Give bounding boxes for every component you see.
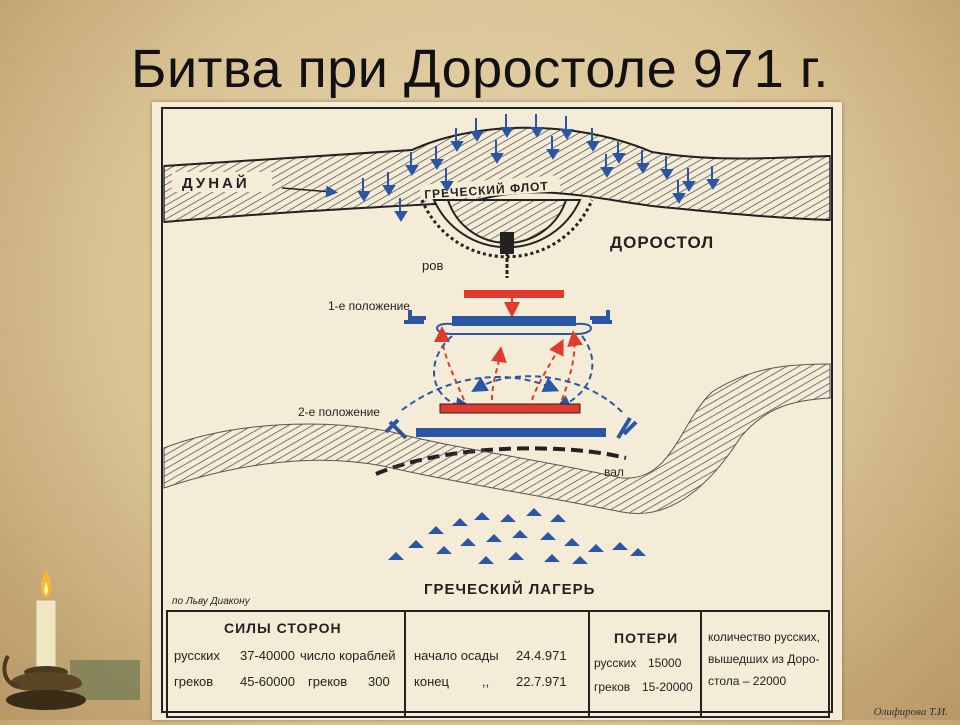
tent-icon — [572, 556, 588, 564]
tent-icon — [526, 508, 542, 516]
rampart — [375, 446, 627, 476]
tent-icon — [452, 518, 468, 526]
russians-label: русских — [174, 648, 220, 663]
ship-icon — [430, 146, 444, 170]
siege-end-value: 22.7.971 — [516, 674, 567, 689]
exited-line1: количество русских, — [708, 630, 820, 644]
slide-title: Битва при Доростоле 971 г. — [131, 39, 829, 99]
russians-value: 37-40000 — [240, 648, 295, 663]
greek-army-2 — [416, 428, 606, 437]
ships-greeks-value: 300 — [368, 674, 390, 689]
river-label: ДУНАЙ — [182, 174, 250, 192]
dorostol-fortress — [420, 199, 594, 278]
ship-icon — [636, 150, 650, 174]
cavalry-left-1 — [404, 310, 426, 324]
ship-icon — [530, 114, 544, 138]
losses-title: ПОТЕРИ — [614, 630, 679, 646]
siege-start-value: 24.4.971 — [516, 648, 567, 663]
tent-icon — [486, 534, 502, 542]
ship-icon — [682, 168, 696, 192]
tent-icon — [564, 538, 580, 546]
stats-table: СИЛЫ СТОРОН русских 37-40000 греков 45-6… — [166, 610, 830, 718]
map-drawing: ДУНАЙ ГРЕЧЕСКИЙ ФЛОТ — [161, 107, 833, 713]
tent-icon — [388, 552, 404, 560]
greeks-value: 45-60000 — [240, 674, 295, 689]
tent-icon — [544, 554, 560, 562]
ship-icon — [490, 140, 504, 164]
ships-greeks-label: греков — [308, 674, 348, 689]
exited-line2: вышедших из Доро- — [708, 652, 820, 666]
candle-decoration — [2, 570, 140, 710]
tent-icon — [588, 544, 604, 552]
exited-line3: стола – 22000 — [708, 674, 787, 688]
greek-army-1 — [452, 316, 576, 326]
greeks-label: греков — [174, 674, 214, 689]
tent-icon — [460, 538, 476, 546]
ship-icon — [450, 128, 464, 152]
losses-russians-label: русских — [594, 656, 637, 670]
ships-label: число кораблей — [300, 648, 396, 663]
russian-attacks — [434, 326, 584, 401]
ship-icon — [382, 172, 396, 196]
hills — [163, 363, 831, 514]
tent-icon — [500, 514, 516, 522]
cavalry-right-2 — [616, 416, 638, 440]
siege-end-ditto: ,, — [482, 674, 490, 689]
position2-label: 2-е положение — [298, 405, 380, 419]
ship-icon — [470, 118, 484, 142]
forces-title: СИЛЫ СТОРОН — [224, 620, 342, 636]
losses-greeks-label: греков — [594, 680, 631, 694]
tent-icon — [630, 548, 646, 556]
cavalry-right-1 — [590, 310, 612, 324]
russian-army-2 — [439, 403, 581, 414]
battle-map: ДУНАЙ ГРЕЧЕСКИЙ ФЛОТ — [152, 102, 842, 720]
tent-icon — [612, 542, 628, 550]
ship-icon — [612, 140, 626, 164]
ship-icon — [660, 156, 674, 180]
tent-icon — [474, 512, 490, 520]
moat-label: ров — [422, 258, 443, 273]
source-label: по Льву Диакону — [172, 596, 251, 607]
losses-russians-value: 15000 — [648, 656, 682, 670]
ship-icon — [405, 152, 419, 176]
ship-icon — [500, 114, 514, 138]
ship-icon — [586, 128, 600, 152]
greek-maneuvers — [401, 335, 623, 413]
city-label: ДОРОСТОЛ — [610, 233, 714, 252]
tent-icon — [428, 526, 444, 534]
ship-icon — [357, 178, 371, 202]
ship-icon — [546, 136, 560, 160]
tent-icon — [408, 540, 424, 548]
map-border — [161, 107, 833, 713]
tent-icon — [540, 532, 556, 540]
tent-icon — [508, 552, 524, 560]
ship-icon — [600, 154, 614, 178]
ship-icon — [706, 166, 720, 190]
camp-label: ГРЕЧЕСКИЙ ЛАГЕРЬ — [424, 580, 595, 598]
author-signature: Олифирова Т.И. — [873, 706, 948, 718]
tent-icon — [550, 514, 566, 522]
tent-icon — [436, 546, 452, 554]
ship-icon — [394, 198, 408, 222]
siege-end-label: конец — [414, 674, 449, 689]
greek-fleet — [357, 114, 720, 222]
ship-icon — [560, 116, 574, 140]
ship-icon — [672, 180, 686, 204]
siege-start-label: начало осады — [414, 648, 499, 663]
tent-icon — [478, 556, 494, 564]
position1-label: 1-е положение — [328, 299, 410, 313]
tent-icon — [512, 530, 528, 538]
greek-camp — [388, 508, 646, 564]
russian-army-1 — [464, 290, 564, 298]
losses-greeks-value: 15-20000 — [642, 680, 693, 694]
ship-icon — [440, 168, 454, 192]
